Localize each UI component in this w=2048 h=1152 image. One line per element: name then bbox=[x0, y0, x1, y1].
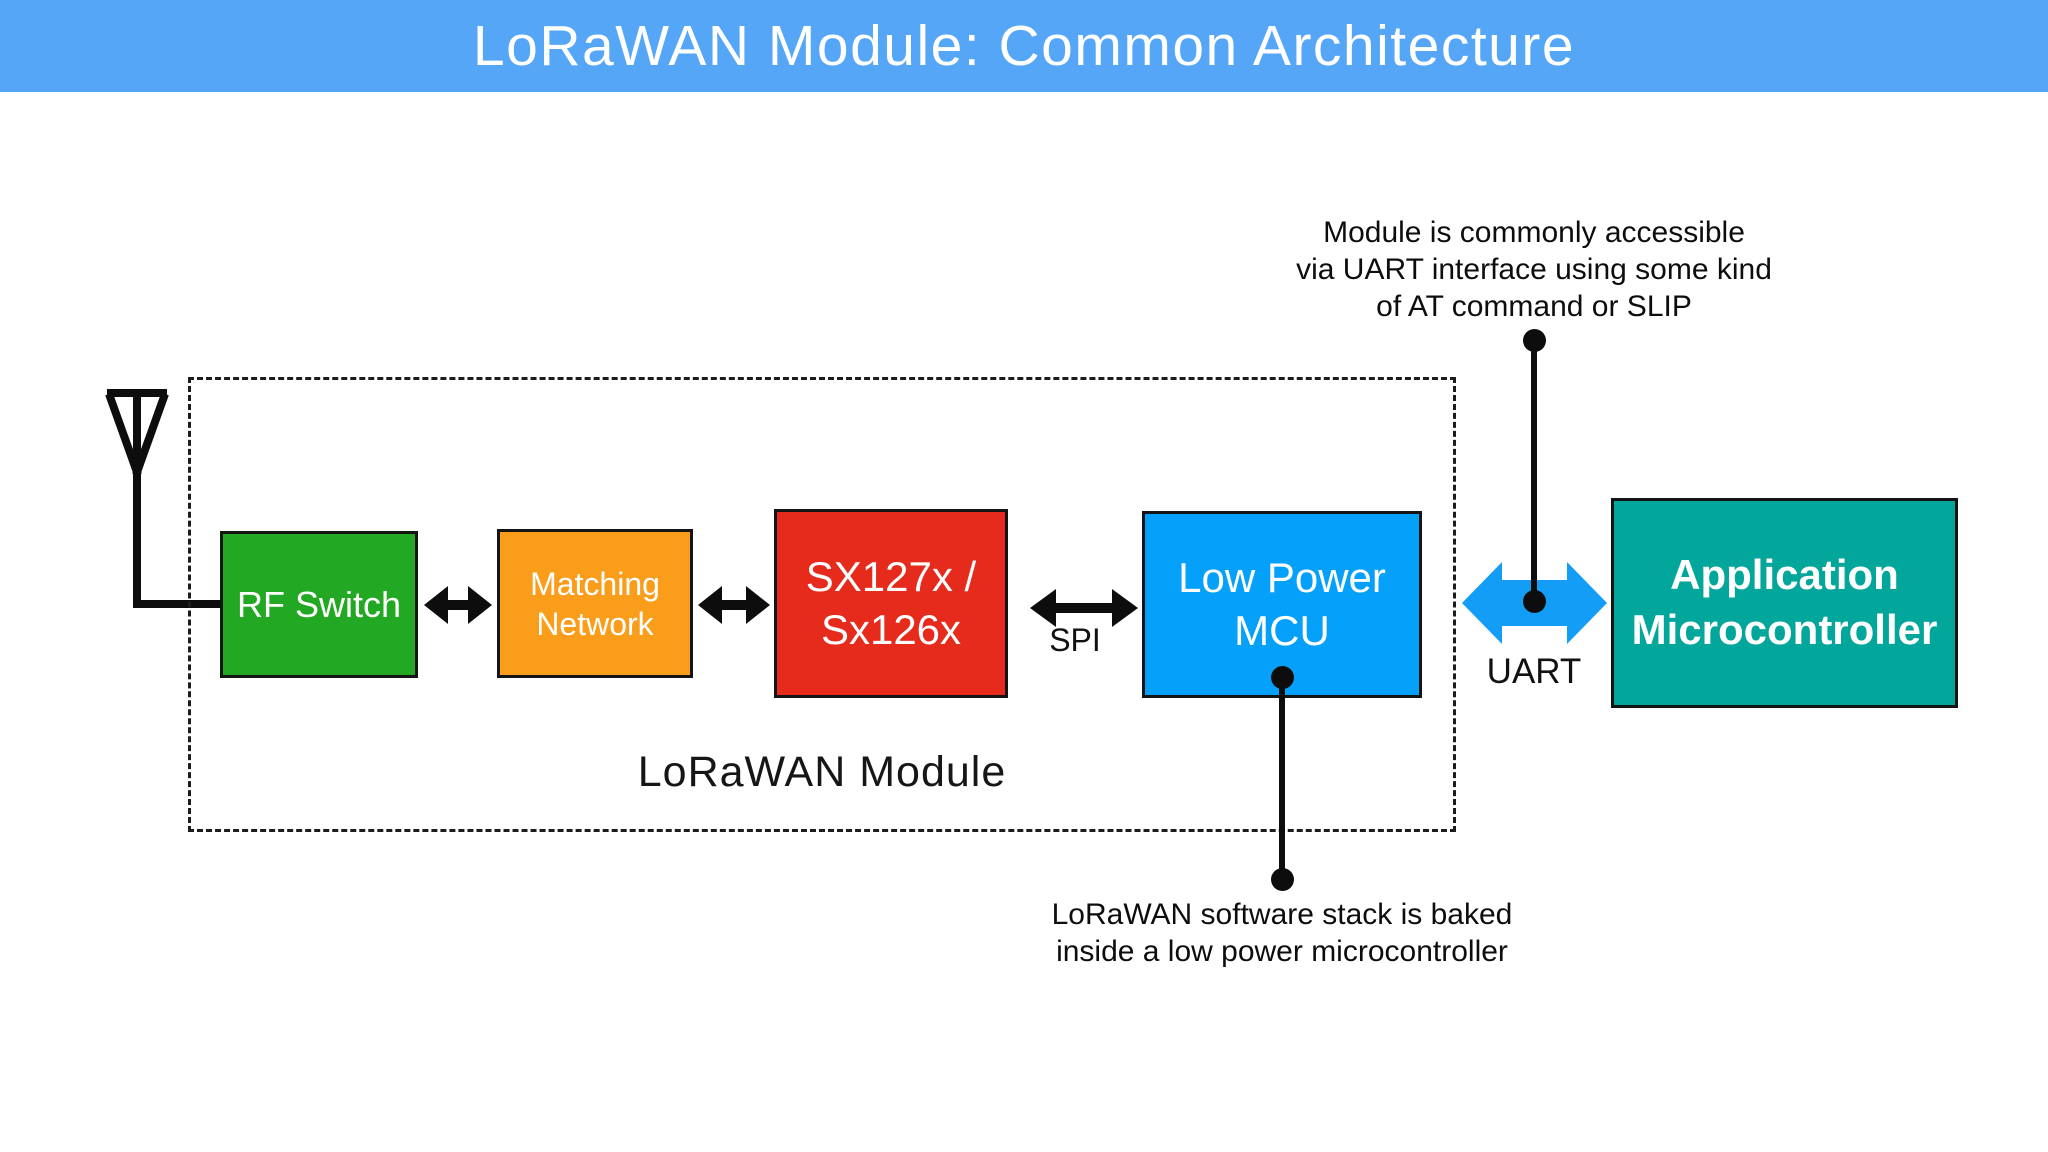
connector-dot bbox=[1271, 868, 1294, 891]
bidirectional-arrow-icon bbox=[424, 586, 492, 624]
bidirectional-arrow-icon bbox=[1030, 589, 1138, 627]
mcu-annotation-line: LoRaWAN software stack is baked bbox=[1051, 898, 1513, 931]
page-title: LoRaWAN Module: Common Architecture bbox=[472, 14, 1576, 78]
matching-network-label: Matching Network bbox=[530, 565, 660, 642]
spi-label: SPI bbox=[1049, 622, 1101, 658]
uart-annotation-line: Module is commonly accessible bbox=[1323, 216, 1745, 249]
connector-dot bbox=[1523, 329, 1546, 352]
uart-label: UART bbox=[1486, 652, 1582, 691]
transceiver-block: SX127x / Sx126x bbox=[774, 509, 1008, 698]
mcu-annotation: LoRaWAN software stack is baked inside a… bbox=[982, 896, 1582, 970]
lorawan-module-boundary bbox=[188, 377, 1456, 832]
antenna-icon bbox=[105, 389, 223, 608]
mcu-annotation-line: inside a low power microcontroller bbox=[1056, 935, 1508, 968]
transceiver-label: SX127x / Sx126x bbox=[805, 553, 977, 653]
application-microcontroller-label: Application Microcontroller bbox=[1631, 551, 1938, 653]
uart-annotation-line: of AT command or SLIP bbox=[1376, 290, 1692, 323]
mcu-connector-line bbox=[1279, 678, 1285, 880]
rf-switch-label: RF Switch bbox=[236, 584, 402, 625]
matching-network-block: Matching Network bbox=[497, 529, 693, 678]
uart-connector-line bbox=[1531, 340, 1537, 602]
low-power-mcu-label: Low Power MCU bbox=[1178, 554, 1386, 654]
lorawan-module-label: LoRaWAN Module bbox=[637, 748, 1007, 796]
application-microcontroller-block: Application Microcontroller bbox=[1611, 498, 1958, 708]
connector-dot bbox=[1271, 666, 1294, 689]
uart-annotation-line: via UART interface using some kind bbox=[1296, 253, 1772, 286]
bidirectional-arrow-icon bbox=[698, 586, 770, 624]
uart-annotation: Module is commonly accessible via UART i… bbox=[1214, 214, 1854, 325]
connector-dot bbox=[1523, 590, 1546, 613]
rf-switch-block: RF Switch bbox=[220, 531, 418, 678]
title-bar: LoRaWAN Module: Common Architecture bbox=[0, 0, 2048, 92]
